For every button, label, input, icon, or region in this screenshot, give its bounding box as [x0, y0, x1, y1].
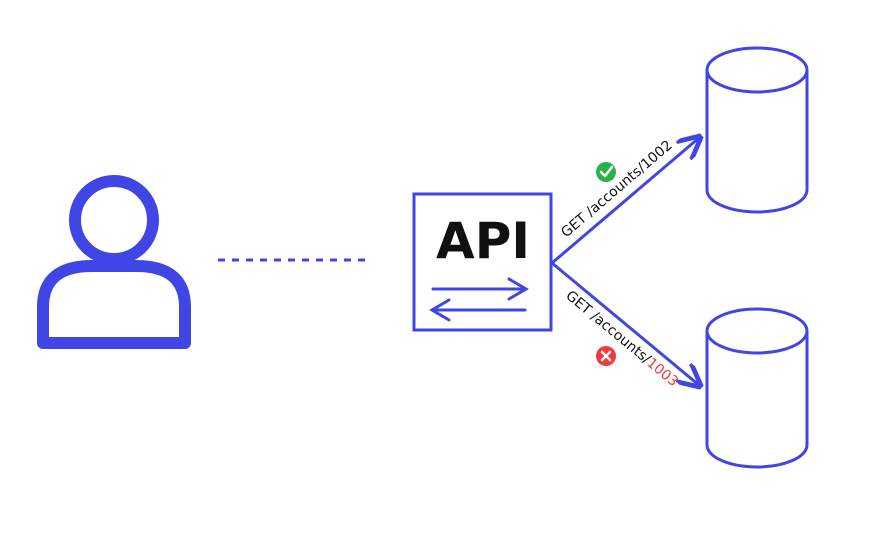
api-box-label: API	[436, 212, 530, 270]
route-label-top: GET /accounts/1002	[558, 137, 675, 241]
user-icon	[37, 175, 191, 349]
route-label-bottom: GET /accounts/1003	[562, 288, 681, 390]
x-circle-icon	[596, 346, 616, 366]
route-label-top-id: 1002	[638, 137, 675, 172]
route-arrow-bottom	[551, 261, 700, 386]
check-circle-icon	[596, 162, 616, 182]
database-icon-bottom	[705, 307, 809, 469]
route-arrow-top	[551, 137, 700, 265]
route-label-bottom-id: 1003	[643, 355, 681, 390]
exchange-arrows-icon	[429, 277, 529, 322]
database-icon-top	[705, 46, 809, 214]
